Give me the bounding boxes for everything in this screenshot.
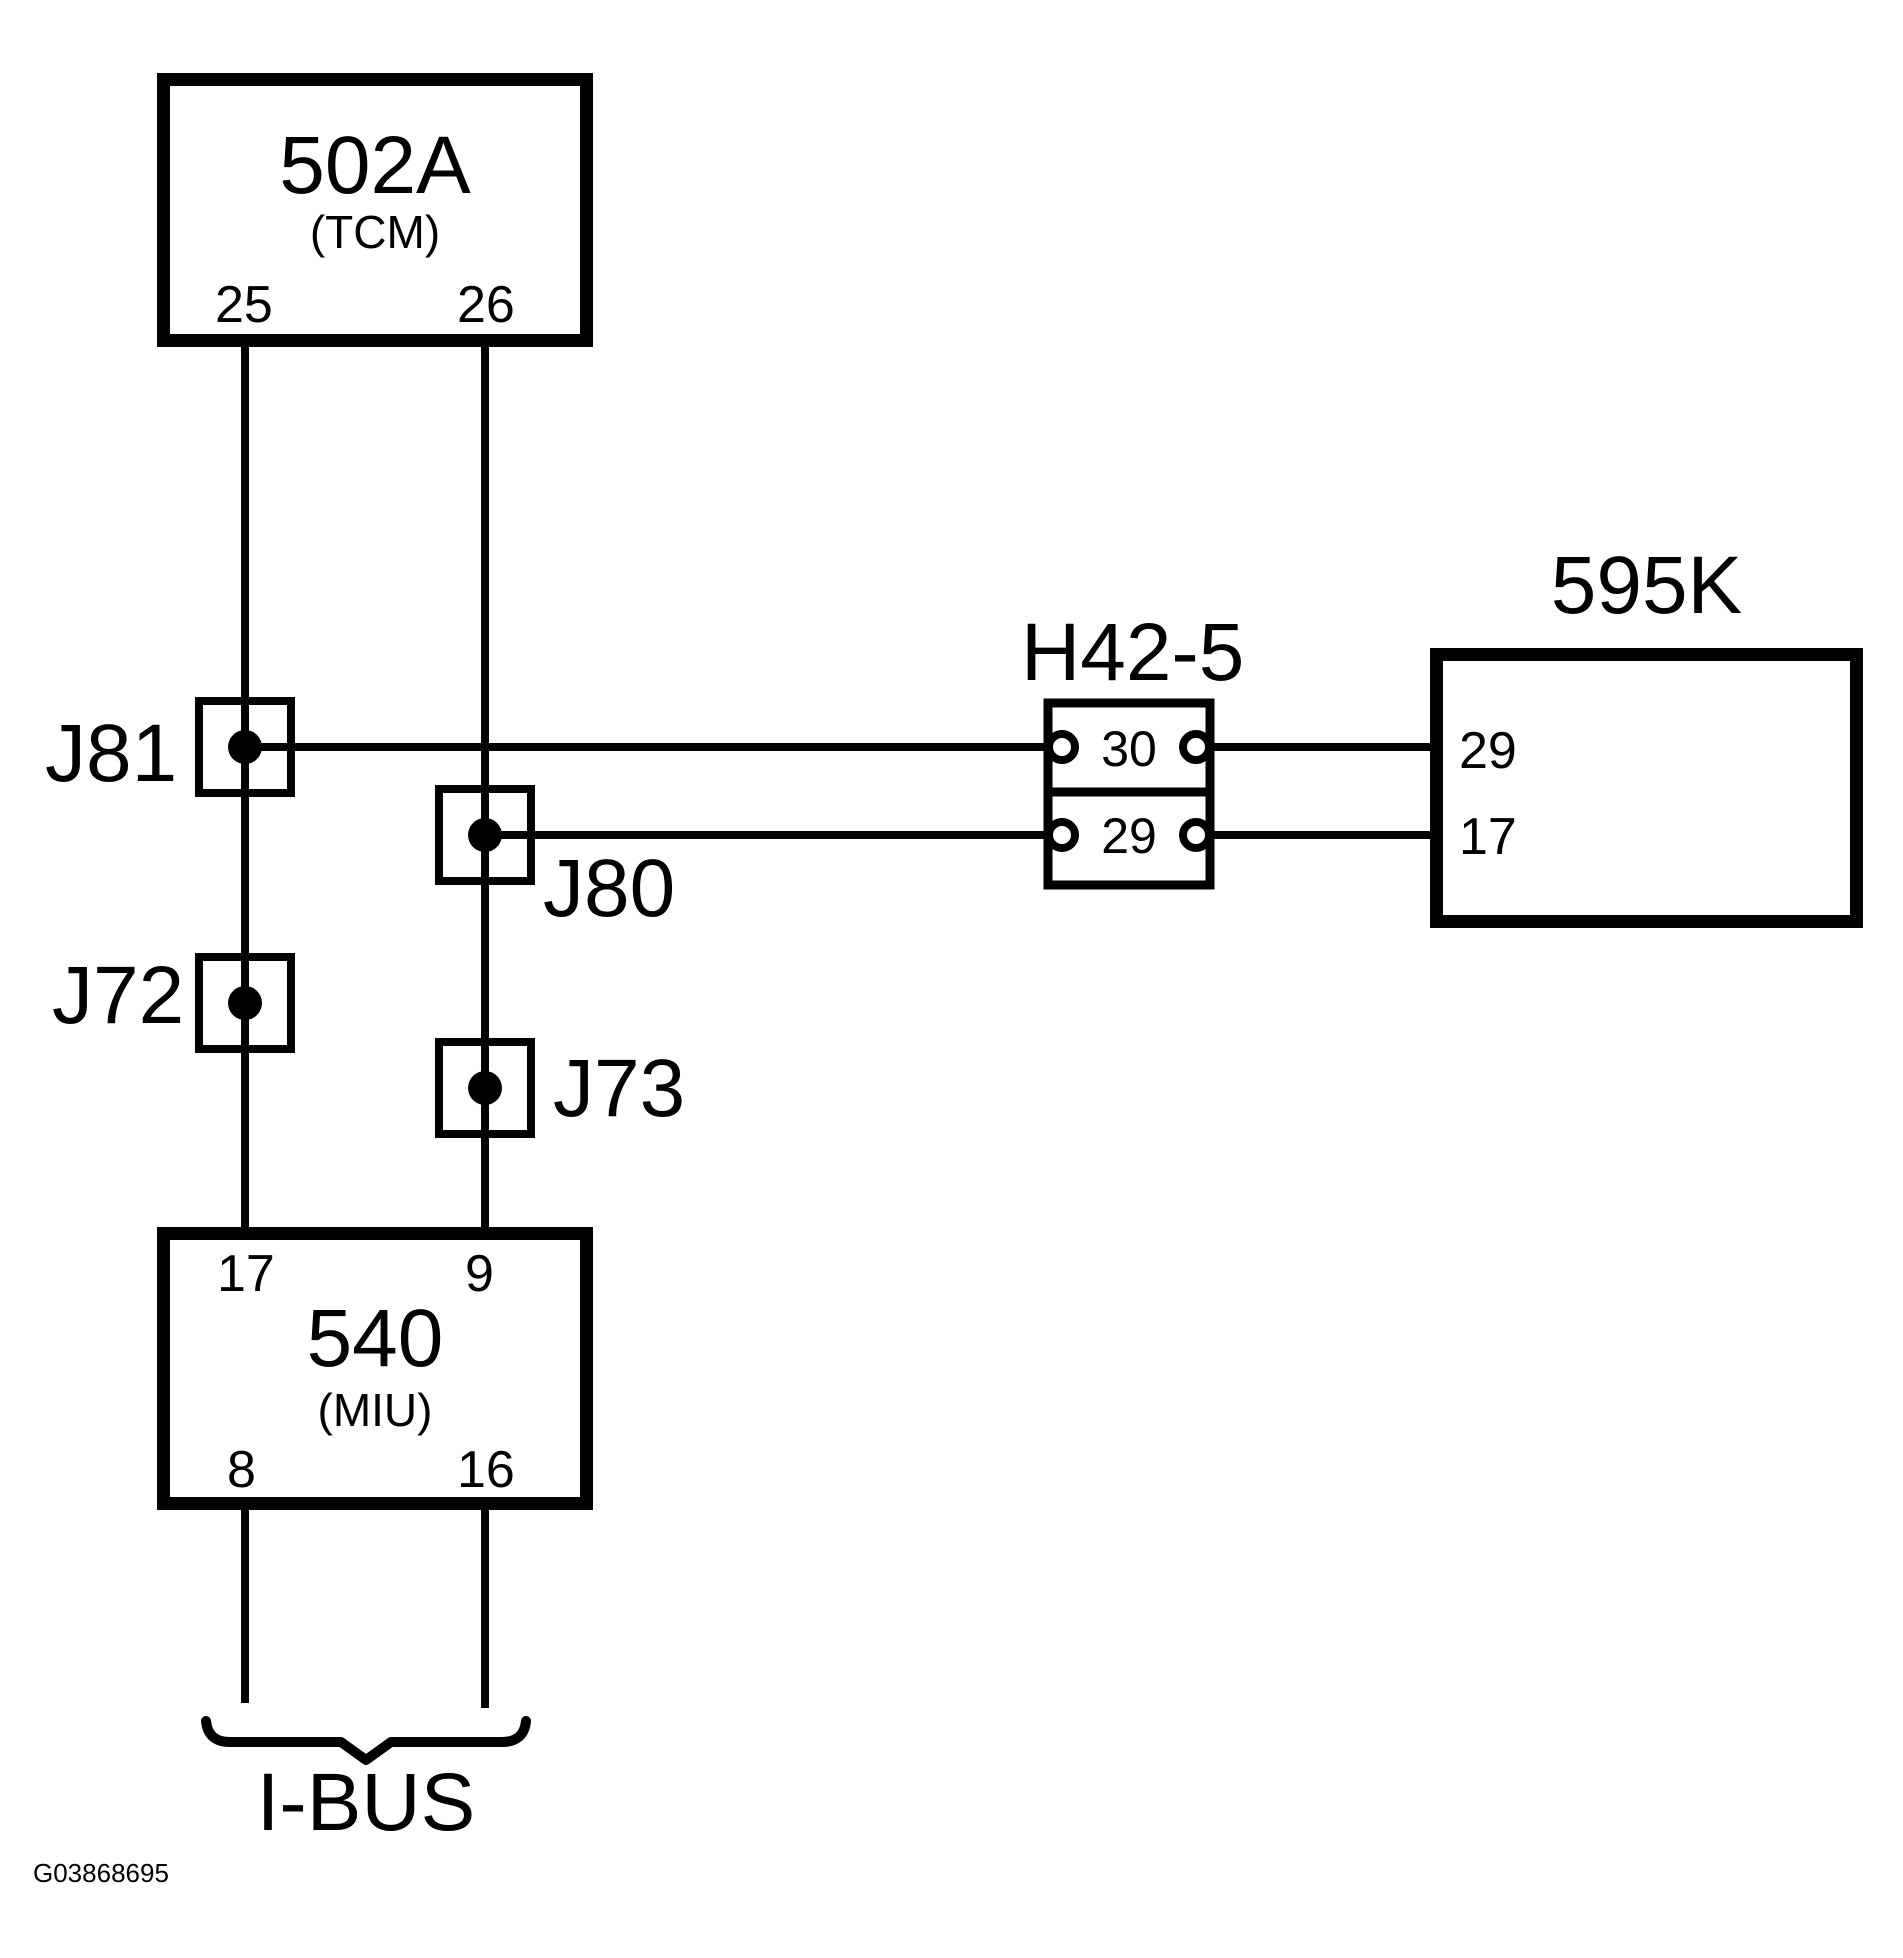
junction-j81-label: J81 — [45, 708, 178, 799]
junction-j72-square — [195, 953, 295, 1053]
terminal-h42-5-pin29-left — [1045, 818, 1079, 852]
pin-label-540-16: 16 — [457, 1441, 515, 1499]
junction-j72-label: J72 — [52, 950, 185, 1041]
junction-j72-dot — [228, 986, 262, 1020]
junction-j81-square — [195, 697, 295, 797]
module-502a-subtitle: (TCM) — [309, 206, 441, 258]
module-595k-title: 595K — [1550, 540, 1743, 631]
junction-j73-dot — [468, 1071, 502, 1105]
junction-j80-label: J80 — [543, 843, 676, 934]
figure-id: G03868695 — [33, 1858, 169, 1888]
pin-label-595k-29: 29 — [1459, 722, 1517, 780]
pin-label-595k-17: 17 — [1459, 808, 1517, 866]
module-box-502a-tcm: 502A (TCM) 25 26 — [157, 73, 593, 347]
pin-label-540-17: 17 — [217, 1245, 275, 1303]
junction-j80-dot — [468, 818, 502, 852]
pin-label-h42-5-29: 29 — [1101, 808, 1157, 864]
terminal-h42-5-pin30-left — [1045, 730, 1079, 764]
connector-h42-5-title: H42-5 — [1021, 607, 1245, 698]
pin-label-540-8: 8 — [227, 1441, 256, 1499]
junction-j73-square — [435, 1038, 535, 1138]
junction-j80-square — [435, 785, 535, 885]
terminal-h42-5-pin30-right — [1179, 730, 1213, 764]
module-540-title: 540 — [306, 1293, 444, 1384]
ibus-label: I-BUS — [256, 1757, 476, 1848]
module-box-540-miu: 17 9 540 (MIU) 8 16 — [157, 1227, 593, 1510]
ibus-brace — [201, 1716, 531, 1765]
module-box-595k: 29 17 — [1430, 648, 1863, 928]
module-502a-title: 502A — [279, 120, 471, 211]
pin-label-h42-5-30: 30 — [1101, 721, 1157, 777]
pin-label-540-9: 9 — [465, 1245, 494, 1303]
junction-j73-label: J73 — [553, 1043, 686, 1134]
junction-j81-dot — [228, 730, 262, 764]
pin-label-502a-25: 25 — [215, 276, 273, 334]
pin-label-502a-26: 26 — [457, 276, 515, 334]
terminal-h42-5-pin29-right — [1179, 818, 1213, 852]
module-540-subtitle: (MIU) — [317, 1384, 433, 1436]
